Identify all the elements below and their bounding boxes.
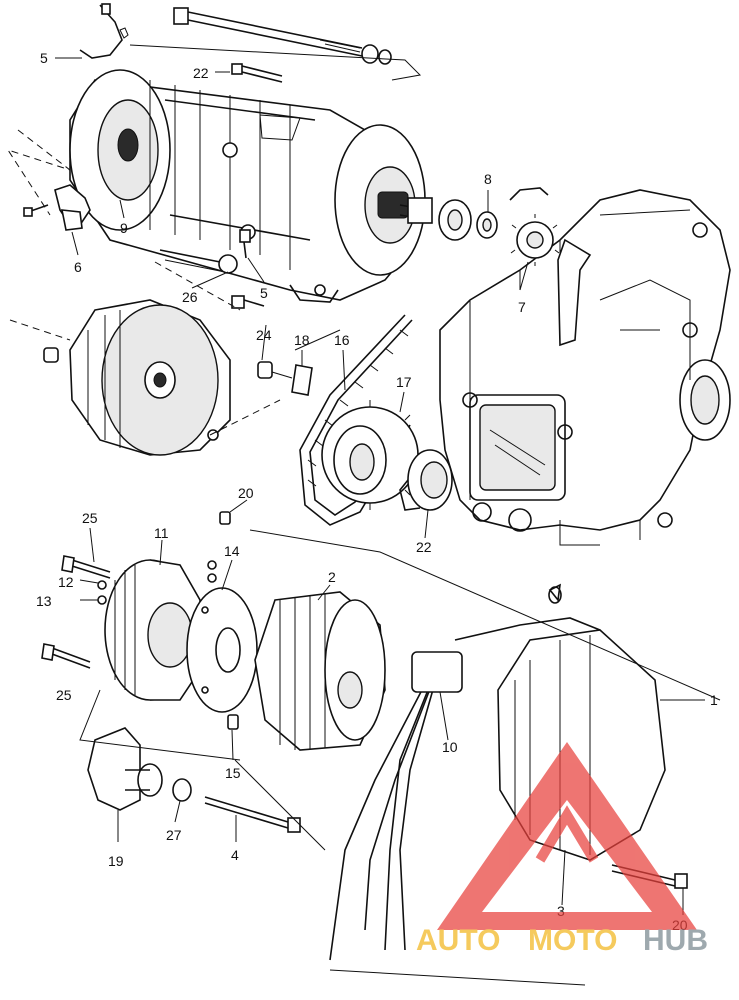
part-number-16: 15 — [225, 765, 241, 781]
screw-23 — [231, 63, 283, 83]
part-number-7: 7 — [518, 299, 526, 315]
part-number-6-top: 5 — [40, 50, 48, 66]
leader-lines — [55, 57, 705, 915]
cam-sprocket-18 — [321, 400, 425, 510]
washer-27 — [172, 778, 192, 802]
watermark-triangle-icon — [437, 742, 697, 930]
part-number-12: 11 — [154, 525, 169, 541]
screw-21 — [219, 511, 231, 525]
part-number-18: 17 — [396, 374, 412, 390]
part-number-21: 20 — [238, 485, 254, 501]
part-number-labels: 5 22 8 9 6 5 26 7 24 18 16 17 20 25 11 2… — [36, 50, 718, 933]
part-number-15: 14 — [224, 543, 240, 559]
part-number-24: 24 — [256, 327, 272, 343]
crankcase-housing — [439, 189, 731, 546]
part-number-10: 10 — [442, 739, 458, 755]
watermark-brand-auto: AUTO — [416, 924, 500, 957]
part-number-13: 12 — [58, 574, 74, 590]
pin-16 — [227, 714, 239, 730]
screw-25-bottom — [41, 643, 91, 669]
starter-motor-assembly — [69, 69, 433, 303]
watermark-brand-moto: MOTO — [528, 924, 617, 957]
brush-holder-6-bottom — [23, 184, 91, 231]
stator-rotor-2 — [254, 591, 386, 751]
part-number-19: 18 — [294, 332, 310, 348]
part-number-8: 8 — [484, 171, 492, 187]
part-number-14: 13 — [36, 593, 52, 609]
part-number-5: 5 — [260, 285, 268, 301]
bolt-4 — [204, 796, 301, 833]
part-number-3: 3 — [557, 903, 565, 919]
part-number-25-top: 25 — [82, 510, 98, 526]
starter-gear-11 — [87, 727, 163, 811]
part-number-6-bottom: 6 — [74, 259, 82, 275]
long-through-bolt — [129, 7, 422, 81]
bolt-24-and-plate-19 — [231, 295, 313, 396]
part-number-23: 22 — [193, 65, 209, 81]
part-number-26: 26 — [182, 289, 198, 305]
part-number-22: 22 — [416, 539, 432, 555]
watermark-logo: AUTO MOTO HUB — [416, 742, 708, 957]
small-screws-13-14 — [97, 560, 217, 605]
guide-lines — [6, 129, 721, 986]
part-number-25-bottom: 25 — [56, 687, 72, 703]
part-number-9: 9 — [120, 220, 128, 236]
part-number-11: 19 — [108, 853, 124, 869]
part-number-2: 2 — [328, 569, 336, 585]
bearing-22 — [399, 449, 453, 511]
brush-holder-6-top — [79, 3, 129, 59]
lead-wire-26 — [159, 249, 238, 274]
sprocket-7 — [509, 187, 592, 347]
plate-15 — [186, 587, 258, 713]
part-number-1: 1 — [710, 692, 718, 708]
flywheel-cover — [43, 299, 231, 456]
bolt-5 — [239, 229, 251, 259]
part-number-4: 4 — [231, 847, 239, 863]
part-number-17: 16 — [334, 332, 350, 348]
washer-8 — [438, 199, 498, 241]
part-number-27: 27 — [166, 827, 182, 843]
screw-25-top — [61, 555, 111, 579]
watermark-brand-hub: HUB — [643, 924, 708, 957]
clutch-assembly-12 — [104, 559, 201, 701]
